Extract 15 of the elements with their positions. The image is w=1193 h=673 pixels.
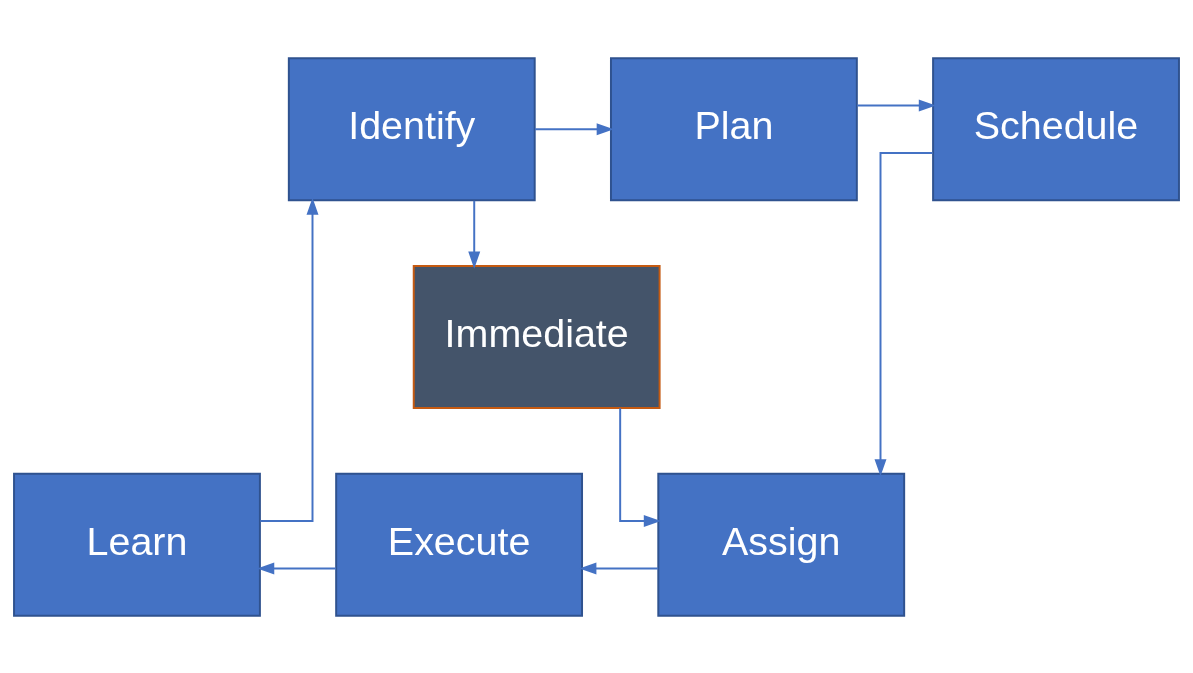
node-box: Learn [13, 472, 261, 617]
node-box: Schedule [932, 56, 1180, 201]
arrow [257, 561, 337, 574]
arrow [579, 561, 660, 574]
arrow [856, 99, 936, 112]
arrow [619, 406, 661, 527]
node-box: Identify [287, 56, 536, 201]
arrow [874, 151, 934, 476]
arrow [259, 197, 319, 522]
node-box: Plan [609, 56, 858, 201]
node-box: Execute [335, 472, 584, 617]
arrow [468, 199, 481, 269]
node-box: Assign [657, 472, 906, 617]
arrow [533, 122, 614, 135]
node-box: Immediate [412, 264, 661, 409]
